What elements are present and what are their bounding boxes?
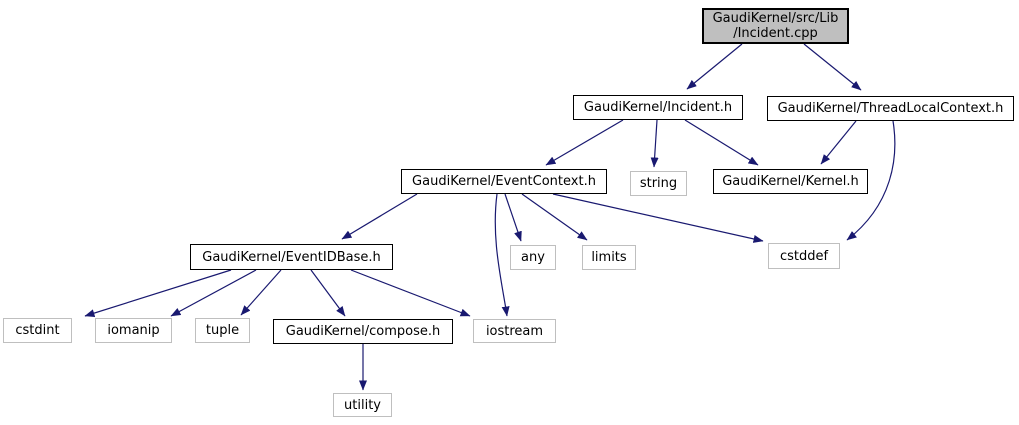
edge-eventidbase-h-to-iostream [350, 269, 471, 317]
edge-eventidbase-h-to-cstdint [84, 269, 232, 317]
node-incident-h[interactable]: GaudiKernel/Incident.h [573, 95, 743, 120]
edge-incident-cpp-to-incident-h [686, 43, 743, 90]
node-compose-h[interactable]: GaudiKernel/compose.h [273, 319, 453, 344]
node-eventcontext-h[interactable]: GaudiKernel/EventContext.h [401, 169, 607, 194]
node-iostream: iostream [473, 319, 556, 343]
edge-eventidbase-h-to-tuple [240, 269, 282, 316]
edge-eventcontext-h-to-cstddef [552, 193, 764, 243]
node-threadlocalcontext-h[interactable]: GaudiKernel/ThreadLocalContext.h [767, 96, 1014, 121]
edge-eventcontext-h-to-iostream [494, 193, 510, 317]
edge-incident-h-to-string [650, 119, 659, 168]
node-eventidbase-h[interactable]: GaudiKernel/EventIDBase.h [190, 244, 393, 270]
edge-threadlocalcontext-h-to-kernel-h [820, 120, 857, 165]
node-tuple: tuple [195, 318, 250, 343]
edge-incident-cpp-to-threadlocalcontext-h [803, 43, 862, 91]
edge-threadlocalcontext-h-to-cstddef [846, 120, 896, 241]
edge-incident-h-to-kernel-h [684, 119, 759, 166]
node-iomanip: iomanip [95, 318, 172, 343]
edge-eventcontext-h-to-eventidbase-h [341, 193, 418, 240]
node-any: any [510, 245, 556, 270]
node-limits: limits [582, 245, 636, 270]
edge-eventcontext-h-to-any [504, 193, 522, 242]
edge-eventcontext-h-to-limits [521, 193, 588, 241]
edge-eventidbase-h-to-compose-h [310, 269, 346, 317]
edge-eventidbase-h-to-iomanip [170, 269, 257, 317]
node-string: string [630, 171, 687, 196]
edge-incident-h-to-eventcontext-h [545, 119, 624, 166]
node-incident-cpp: GaudiKernel/src/Lib /Incident.cpp [702, 8, 849, 44]
node-cstddef: cstddef [768, 243, 840, 269]
node-kernel-h[interactable]: GaudiKernel/Kernel.h [713, 169, 868, 194]
node-utility: utility [333, 393, 392, 417]
node-cstdint: cstdint [3, 318, 72, 343]
